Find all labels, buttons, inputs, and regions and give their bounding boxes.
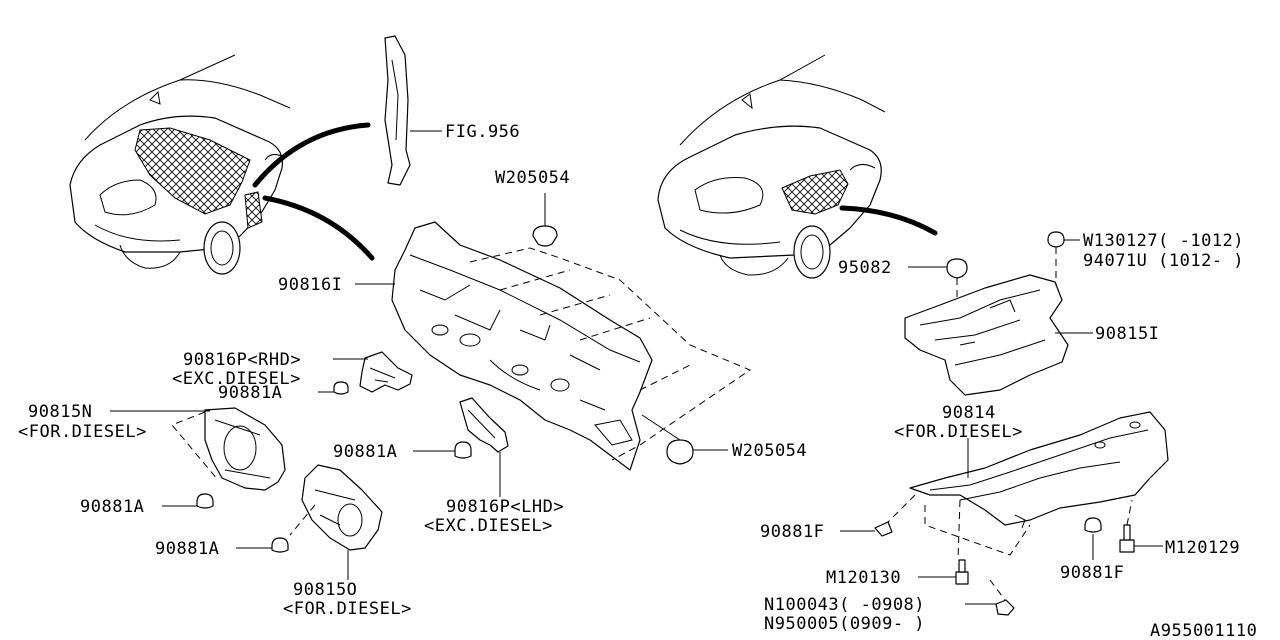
callout-90816i: 90816I (278, 275, 342, 295)
part-90816p-rhd (359, 351, 413, 393)
callout-90816p-rhd: 90816P<RHD> (183, 350, 301, 370)
callout-fig956: FIG.956 (445, 122, 520, 142)
callout-90881a-rhd: 90881A (218, 383, 282, 403)
callout-exc-diesel-lhd: <EXC.DIESEL> (424, 516, 553, 536)
callout-90881f-left: 90881F (760, 522, 824, 542)
plug-95082 (946, 258, 968, 279)
callout-n950005: N950005(0909- ) (764, 614, 925, 634)
part-90815o (301, 464, 383, 551)
grommet-w205054-top (532, 225, 558, 247)
callout-90881f-right: 90881F (1060, 563, 1124, 583)
dashed-outline-main (469, 247, 752, 461)
grommet-w205054-right (666, 439, 694, 465)
leader-swoosh-left-lower (262, 195, 375, 261)
leader-swoosh-left-upper (252, 122, 371, 188)
part-90814 (909, 411, 1169, 529)
callout-for-diesel-14: <FOR.DIESEL> (894, 422, 1023, 442)
car-right-illustration (657, 54, 886, 279)
callout-for-diesel-o: <FOR.DIESEL> (283, 599, 412, 619)
callout-for-diesel-n: <FOR.DIESEL> (18, 422, 147, 442)
callout-95082: 95082 (838, 258, 892, 278)
clip-90881f-left (874, 521, 893, 537)
callout-90815o: 90815O (293, 580, 357, 600)
callout-90881a-bot: 90881A (155, 539, 219, 559)
callout-exc-diesel-rhd: <EXC.DIESEL> (172, 369, 301, 389)
leader-swoosh-right (839, 205, 938, 236)
callout-90881a-mid: 90881A (333, 442, 397, 462)
nut-n100043 (995, 599, 1015, 616)
callout-90881a-left: 90881A (80, 497, 144, 517)
clip-90881a-rhd (333, 381, 349, 395)
part-90815i (904, 274, 1069, 396)
callout-m120129: M120129 (1165, 538, 1240, 558)
bolt-m120129 (1119, 524, 1135, 553)
callout-m120130: M120130 (826, 568, 901, 588)
callout-w205054-right: W205054 (732, 441, 807, 461)
callout-90815n: 90815N (28, 402, 92, 422)
part-90816p-lhd (459, 397, 509, 453)
diagram-id: A955001110 (1150, 621, 1257, 640)
clip-90881a-bot (271, 537, 289, 553)
clip-90881a-left (196, 493, 214, 509)
bolt-m120130 (955, 559, 969, 585)
callout-n100043: N100043( -0908) (764, 595, 925, 615)
clip-90881f-right (1084, 517, 1102, 533)
panel-90816i (391, 221, 653, 471)
callout-w205054-top: W205054 (495, 168, 570, 188)
callout-90814: 90814 (942, 403, 996, 423)
car-left-illustration (69, 54, 291, 275)
callout-w130127: W130127( -1012) (1083, 231, 1244, 251)
callout-90815i: 90815I (1095, 324, 1159, 344)
callout-90816p-lhd: 90816P<LHD> (446, 497, 564, 517)
callout-94071u: 94071U (1012- ) (1083, 251, 1244, 271)
clip-90881a-mid (454, 441, 472, 459)
plug-w130127 (1047, 231, 1065, 248)
part-90815n (204, 407, 286, 491)
